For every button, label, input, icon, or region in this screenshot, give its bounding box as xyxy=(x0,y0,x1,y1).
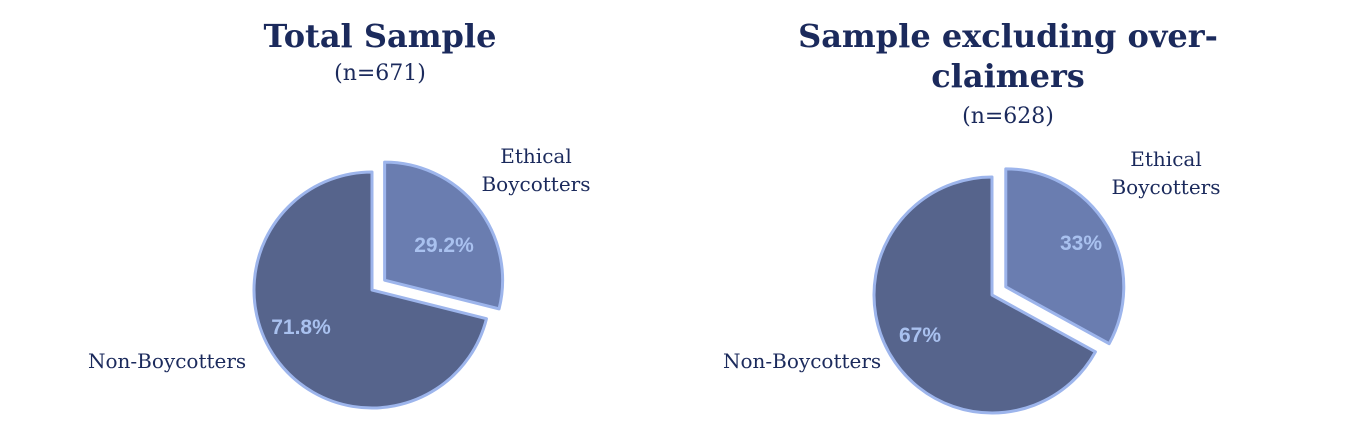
pie-slice-non-boycotters xyxy=(872,175,1097,415)
chart-panel-excluding-over-claimers: Sample excluding over- claimers (n=628) … xyxy=(683,0,1366,423)
chart-subtitle: (n=671) xyxy=(334,61,426,86)
category-label-non-boycotters: Non-Boycotters xyxy=(723,349,881,373)
category-label-ethical-boycotters-line-2: Boycotters xyxy=(481,172,590,196)
pie-value-label-non-boycotters: 71.8% xyxy=(271,316,331,339)
pie-value-label-ethical-boycotters: 29.2% xyxy=(414,234,474,257)
category-label-non-boycotters: Non-Boycotters xyxy=(88,349,246,373)
pie-slice-ethical-boycotters xyxy=(383,160,505,311)
pie-slice-ethical-boycotters xyxy=(1004,167,1126,346)
pie-chart-total-sample: 71.8% 29.2% Non-Boycotters EthicalBoycotter… xyxy=(88,144,591,410)
pie-value-label-non-boycotters: 67% xyxy=(899,324,941,347)
chart-title-line-1: Sample excluding over- xyxy=(798,17,1218,55)
pie-slice-non-boycotters xyxy=(252,170,488,410)
chart-title: Total Sample xyxy=(263,17,497,55)
chart-panel-total-sample: Total Sample (n=671) 71.8% 29.2% Non-Boyco… xyxy=(88,17,591,410)
category-label-ethical-boycotters: Ethical xyxy=(1130,147,1201,171)
category-label-ethical-boycotters: Ethical xyxy=(500,144,571,168)
chart-subtitle: (n=628) xyxy=(962,104,1054,129)
chart-title: Sample excluding over- claimers xyxy=(738,16,1278,96)
pie-value-label-ethical-boycotters: 33% xyxy=(1060,232,1102,255)
category-label-ethical-boycotters-line-2: Boycotters xyxy=(1111,175,1220,199)
chart-title-line-2: claimers xyxy=(931,57,1085,95)
